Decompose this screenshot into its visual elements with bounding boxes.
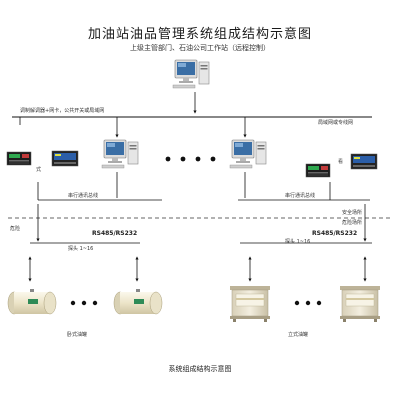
left-console-icon <box>6 151 32 166</box>
right-station-pc-icon <box>229 139 267 169</box>
left-station-pc-icon <box>101 139 139 169</box>
separator-dot <box>165 156 171 162</box>
probe-left-label: 探头 1~16 <box>68 246 94 252</box>
separator-dot <box>316 300 322 306</box>
left-console-display-icon <box>51 150 79 167</box>
safe-zone-label: 安全场所 <box>342 210 363 216</box>
right-serial-label: 串行通讯总线 <box>285 193 316 199</box>
horizontal-tank-label: 卧式油罐 <box>67 332 88 338</box>
rs-right-label: RS485/RS232 <box>312 230 358 237</box>
top-workstation-icon <box>172 59 210 89</box>
hazard-zone-right-label: 危险场所 <box>342 220 363 226</box>
horizontal-tank-icon <box>113 288 163 315</box>
separator-dot <box>70 300 76 306</box>
separator-dot <box>210 156 216 162</box>
separator-dot <box>294 300 300 306</box>
vertical-tank-icon <box>339 285 381 323</box>
left-serial-label: 串行通讯总线 <box>68 193 99 199</box>
rs-left-label: RS485/RS232 <box>92 230 138 237</box>
right-console-display-icon <box>350 153 378 170</box>
vertical-tank-label: 立式油罐 <box>288 332 309 338</box>
diagram-subtitle: 上级主管部门、石油公司工作站（远程控制） <box>130 44 270 52</box>
diagram-title: 加油站油品管理系统组成结构示意图 <box>87 27 312 42</box>
separator-dot <box>92 300 98 306</box>
diagram-caption: 系统组成结构示意图 <box>168 365 232 373</box>
hazard-zone-left-label: 危险 <box>10 226 21 232</box>
network-right-label: 局域网或专线网 <box>318 120 354 126</box>
right-console-icon <box>305 163 331 178</box>
network-left-label: 调制解调器+网卡，公共开关或局域网 <box>20 108 105 114</box>
separator-dot <box>180 156 186 162</box>
separator-dot <box>305 300 311 306</box>
horizontal-tank-icon <box>7 288 57 315</box>
separator-dot <box>81 300 87 306</box>
vertical-tank-icon <box>229 285 271 323</box>
right-station-tag: 看 <box>338 159 344 165</box>
left-station-tag: 式 <box>36 167 42 173</box>
probe-right-label: 探头 1~16 <box>285 239 311 245</box>
separator-dot <box>195 156 201 162</box>
